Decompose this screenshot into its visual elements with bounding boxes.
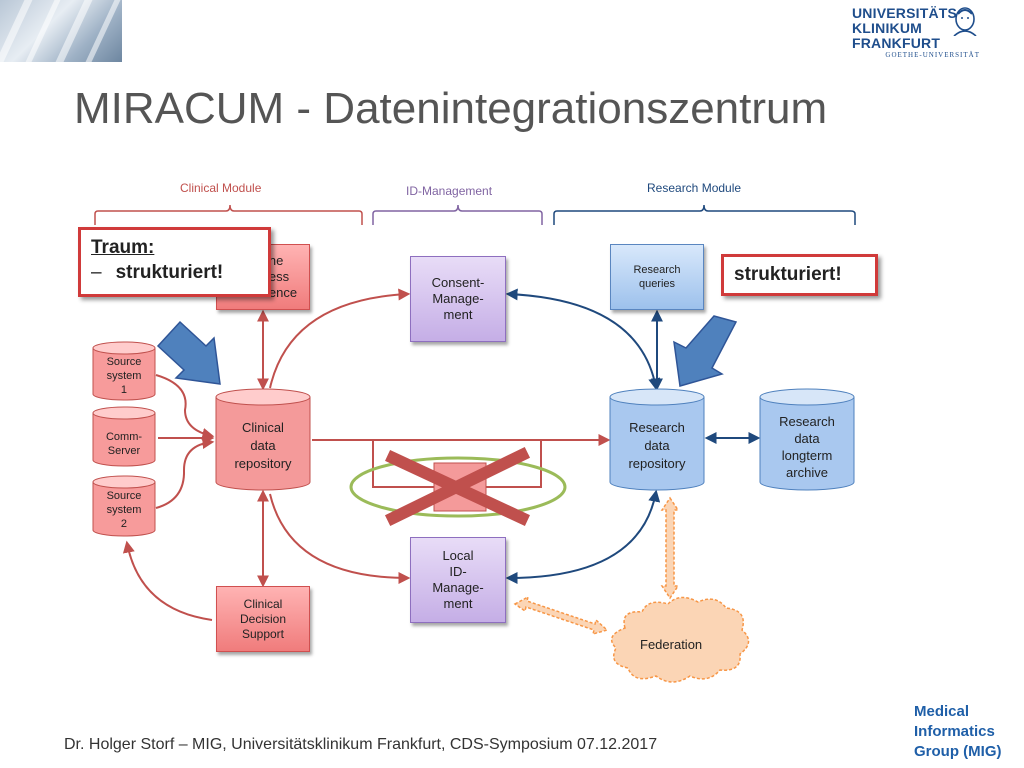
source1-line-3: 1: [120, 384, 128, 396]
federation-diagonal-arrow: [513, 595, 609, 636]
comm-server-label: Comm- Server: [93, 424, 155, 464]
strukturiert-callout: strukturiert!: [721, 254, 878, 296]
local-id-to-research-connector: [505, 489, 661, 584]
id-management-brace: [372, 204, 543, 225]
crossed-out-icon: [384, 446, 531, 527]
traum-item: strukturiert!: [115, 262, 224, 283]
left-big-arrow-icon: [156, 320, 221, 385]
source-system-1-cylinder: [92, 341, 156, 401]
university-logo: UNIVERSITÄTS KLINIKUM FRANKFURT GOETHE-U…: [852, 6, 1002, 66]
logo-line-2: KLINIKUM FRANKFURT: [852, 20, 941, 51]
logo-line-1: UNIVERSITÄTS: [852, 5, 958, 21]
clinical-repo-line-3: repository: [234, 456, 292, 471]
research-repository-cylinder: [609, 388, 705, 491]
logo-line-3: GOETHE-UNIVERSITÄT: [885, 51, 980, 59]
source2-connector: [155, 437, 215, 509]
research-module-label: Research Module: [647, 181, 742, 195]
source-system-2-label: Source system 2: [93, 489, 155, 531]
local-id-line-1: Local: [442, 548, 474, 563]
online-process-label-1: ne: [268, 253, 284, 268]
mig-line-1: Medical: [914, 703, 970, 720]
consent-to-research-connector: [505, 288, 661, 391]
consent-management-box: Consent- Manage- ment: [410, 256, 506, 342]
comm-server-line-2: Server: [107, 445, 141, 457]
source-system-1-label: Source system 1: [93, 355, 155, 397]
source1-line-2: system: [106, 370, 142, 382]
clinical-repo-line-2: data: [250, 438, 276, 453]
longterm-archive-cylinder: [759, 388, 855, 491]
research-queries-label-1: Research: [633, 264, 681, 276]
traum-callout: Traum: – strukturiert!: [78, 227, 271, 297]
clinical-repository-cylinder: [215, 388, 311, 491]
research-module-brace: [553, 204, 856, 225]
cds-line-1: Clinical: [243, 596, 283, 611]
right-big-arrow-icon: [673, 315, 738, 387]
repo-to-local-id-connector: [269, 493, 411, 584]
consent-label-2: Manage-: [432, 291, 484, 306]
local-id-line-3: Manage-: [432, 580, 484, 595]
pseudonymization-ellipse: [349, 456, 567, 518]
repo-to-consent-connector: [269, 288, 411, 389]
source1-connector: [155, 374, 215, 440]
id-management-label: ID-Management: [406, 184, 493, 198]
online-process-label-2: ess: [268, 269, 290, 284]
longterm-archive-label: Research data longterm archive: [760, 408, 854, 486]
source2-line-1: Source: [106, 490, 142, 502]
local-id-line-4: ment: [443, 596, 473, 611]
source2-line-2: system: [106, 504, 142, 516]
mig-line-2: Informatics: [914, 723, 995, 740]
footer-text: Dr. Holger Storf – MIG, Universitätsklin…: [64, 736, 658, 753]
comm-server-line-1: Comm-: [105, 431, 143, 443]
longterm-line-3: longterm: [781, 448, 833, 463]
cds-to-source2-connector: [122, 540, 213, 621]
consent-label-3: ment: [443, 307, 473, 322]
cds-line-3: Support: [241, 626, 285, 641]
research-repo-line-3: repository: [628, 456, 686, 471]
clinical-module-brace: [94, 204, 363, 225]
federation-cloud: [610, 596, 750, 683]
cds-line-2: Decision: [239, 611, 287, 626]
longterm-line-4: archive: [786, 465, 828, 480]
research-queries-box: Research queries: [610, 244, 704, 310]
comm-server-cylinder: [92, 406, 156, 467]
source1-line-1: Source: [106, 356, 142, 368]
longterm-line-2: data: [794, 431, 820, 446]
longterm-line-1: Research: [779, 414, 835, 429]
goethe-portrait-icon: [953, 7, 977, 36]
traum-title: Traum:: [91, 237, 155, 258]
research-queries-label-2: queries: [638, 278, 676, 290]
research-repo-line-2: data: [644, 438, 670, 453]
research-repository-label: Research data repository: [610, 410, 704, 482]
federation-vertical-arrow: [660, 496, 680, 600]
page-title: MIRACUM - Datenintegrationszentrum: [74, 84, 828, 133]
clinical-repository-label: Clinical data repository: [216, 410, 310, 482]
clinical-module-label: Clinical Module: [180, 181, 262, 195]
mig-line-3: Group (MIG): [914, 743, 1002, 760]
research-repo-line-1: Research: [629, 420, 685, 435]
federation-label: Federation: [640, 637, 703, 652]
clinical-repo-line-1: Clinical: [242, 420, 284, 435]
source2-line-3: 2: [120, 518, 128, 530]
header-building-image: [0, 0, 122, 62]
source-system-2-cylinder: [92, 475, 156, 537]
traum-dash: –: [91, 262, 102, 283]
consent-label-1: Consent-: [431, 275, 485, 290]
mig-label: Medical Informatics Group (MIG): [914, 702, 1001, 762]
online-process-label-3: ence: [268, 285, 298, 300]
local-id-line-2: ID-: [449, 564, 467, 579]
